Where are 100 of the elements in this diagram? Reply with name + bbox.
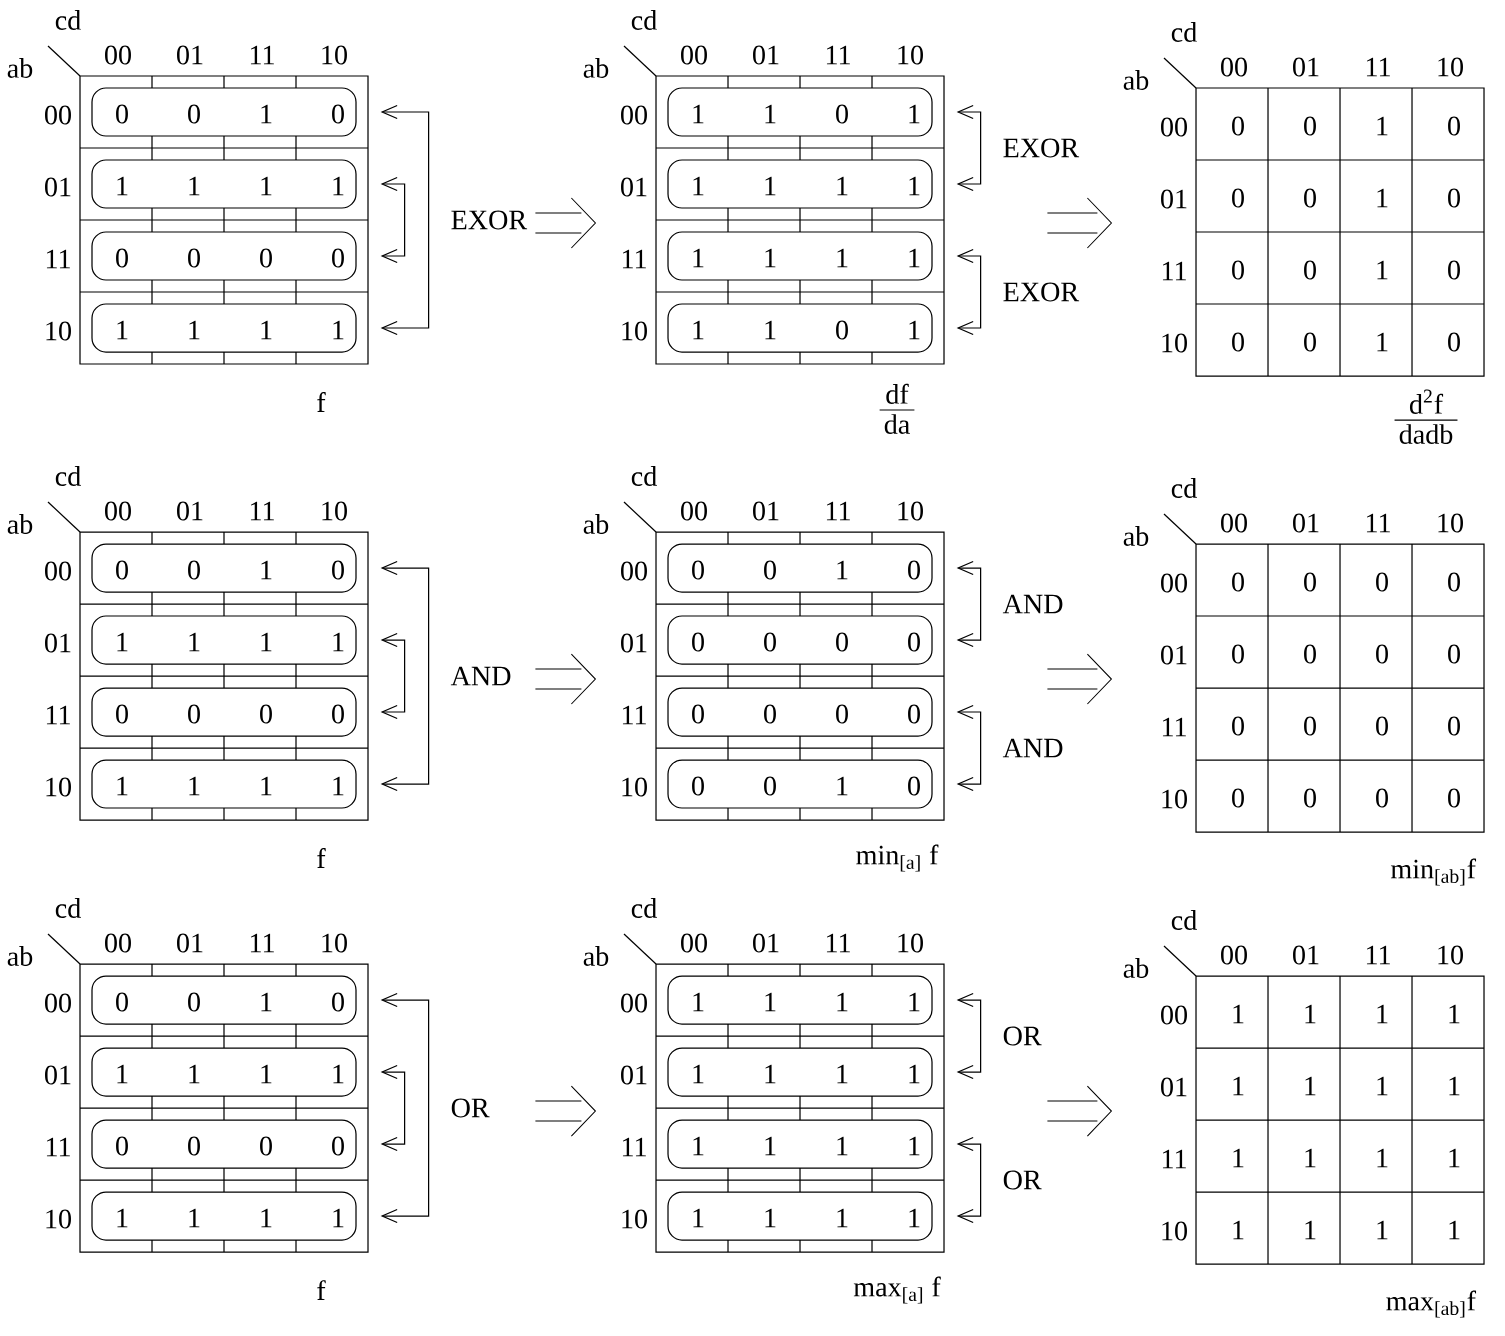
column-label: 01 <box>753 45 779 65</box>
cell-value: 1 <box>1377 1004 1388 1024</box>
row-group-box: 0 0 0 0 <box>667 615 933 665</box>
cell-value: 0 <box>1232 116 1244 136</box>
column-label: 01 <box>1293 945 1319 965</box>
row-label: 00 <box>1161 117 1187 137</box>
column-label: 01 <box>177 501 203 521</box>
cell-value: 0 <box>1448 788 1460 808</box>
row-label: 01 <box>1161 645 1187 665</box>
cell-value: 1 <box>1449 1220 1460 1240</box>
row-label: 10 <box>622 1209 647 1229</box>
variable-label: cd <box>1171 22 1197 42</box>
cell-value: 1 <box>1305 1220 1316 1240</box>
row-label: 11 <box>622 1137 646 1157</box>
column-label: 00 <box>1221 513 1247 533</box>
row-group-box: 0 0 1 0 <box>667 543 933 593</box>
column-label: 10 <box>898 45 923 65</box>
cell-value: 1 <box>1233 1076 1244 1096</box>
node-label: min$_{[a]}$ f <box>856 844 939 872</box>
edge-label: OR <box>451 1098 490 1118</box>
column-label: 01 <box>753 933 779 953</box>
row-group-box: 1 1 1 1 <box>91 759 357 809</box>
cell-value: 0 <box>1304 572 1316 592</box>
node-label: f <box>317 392 326 412</box>
column-label: 10 <box>322 45 347 65</box>
cell-value: 0 <box>1376 644 1388 664</box>
row-group-box: 0 0 0 0 <box>91 687 357 737</box>
edge-label: AND <box>450 666 511 686</box>
column-label: 11 <box>1366 513 1390 533</box>
row-label: 00 <box>621 105 647 125</box>
cell-value: 0 <box>1304 116 1316 136</box>
node-label: max$_{[ab]}$f <box>1386 1290 1477 1318</box>
row-label: 11 <box>1162 717 1186 737</box>
cell-value: 1 <box>1377 1148 1388 1168</box>
double-arrow <box>534 197 597 249</box>
variable-label: ab <box>7 58 33 78</box>
row-group-box: 1 1 1 1 <box>91 303 357 353</box>
cell-value: 1 <box>1233 1220 1244 1240</box>
cell-value: 1 <box>1305 1076 1316 1096</box>
column-label: 11 <box>250 501 274 521</box>
row-label: 10 <box>46 321 71 341</box>
edge-label: AND <box>1002 738 1063 758</box>
bracket-arrow <box>380 104 430 336</box>
bracket-arrow <box>956 248 982 336</box>
bracket-arrow <box>380 632 406 720</box>
cell-value: 1 <box>1449 1148 1460 1168</box>
row-label: 01 <box>45 1065 71 1085</box>
row-label: 10 <box>1162 333 1187 353</box>
row-group-box: 1 1 1 1 <box>91 1047 357 1097</box>
row-label: 11 <box>622 705 646 725</box>
column-label: 00 <box>681 501 707 521</box>
bracket-arrow <box>380 560 430 792</box>
variable-label: cd <box>1171 910 1197 930</box>
column-label: 00 <box>681 45 707 65</box>
variable-label: ab <box>1123 526 1149 546</box>
column-label: 11 <box>1366 57 1390 77</box>
node-label: max$_{[a]}$ f <box>853 1276 941 1304</box>
row-label: 11 <box>1162 1149 1186 1169</box>
column-label: 00 <box>105 933 131 953</box>
row-group-box: 1 1 1 1 <box>91 159 357 209</box>
row-label: 00 <box>621 561 647 581</box>
column-label: 10 <box>1438 513 1463 533</box>
row-label: 10 <box>1162 789 1187 809</box>
cell-value: 0 <box>1376 572 1388 592</box>
row-label: 01 <box>621 177 647 197</box>
edge-label: OR <box>1003 1026 1042 1046</box>
variable-label: ab <box>7 514 33 534</box>
column-label: 11 <box>826 933 850 953</box>
cell-value: 1 <box>1449 1076 1460 1096</box>
double-arrow <box>1046 1085 1113 1137</box>
edge-label: EXOR <box>451 210 528 230</box>
row-group-box: 1 1 0 1 <box>667 303 933 353</box>
node-label: min$_{[ab]}$f <box>1390 858 1477 886</box>
row-label: 01 <box>621 1065 647 1085</box>
row-label: 11 <box>46 705 70 725</box>
bracket-arrow <box>956 560 982 648</box>
cell-value: 0 <box>1232 716 1244 736</box>
double-arrow <box>534 653 597 705</box>
variable-label: cd <box>1171 478 1197 498</box>
column-label: 11 <box>1366 945 1390 965</box>
row-label: 00 <box>45 561 71 581</box>
row-label: 11 <box>46 249 70 269</box>
row-group-box: 1 1 1 1 <box>91 615 357 665</box>
cell-value: 0 <box>1376 788 1388 808</box>
column-label: 10 <box>898 501 923 521</box>
cell-value: 1 <box>1305 1148 1316 1168</box>
cell-value: 1 <box>1233 1148 1244 1168</box>
cell-value: 0 <box>1448 260 1460 280</box>
fraction: df da <box>879 383 916 434</box>
row-label: 10 <box>622 777 647 797</box>
edge-label: AND <box>1002 594 1063 614</box>
cell-value: 0 <box>1232 572 1244 592</box>
cell-value: 0 <box>1376 716 1388 736</box>
row-label: 10 <box>46 1209 71 1229</box>
variable-label: ab <box>1123 958 1149 978</box>
edge-label: EXOR <box>1003 282 1080 302</box>
bracket-arrow <box>956 1136 982 1224</box>
row-group-box: 0 0 1 0 <box>91 87 357 137</box>
column-label: 01 <box>177 45 203 65</box>
cell-value: 1 <box>1377 1220 1388 1240</box>
